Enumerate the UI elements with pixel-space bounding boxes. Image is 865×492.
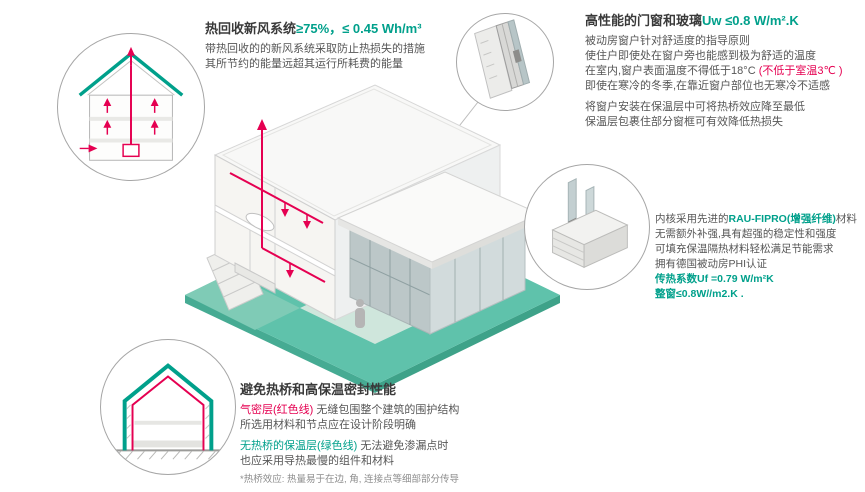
profile-line-3: 可填充保温隔热材料轻松满足节能需求 (655, 243, 834, 255)
window-glass-body: 被动房窗户针对舒适度的指导原则 使住户即使处在窗户旁也能感到极为舒适的温度 在室… (585, 34, 863, 130)
window-glass-line-2: 使住户即使处在窗户旁也能感到极为舒适的温度 (585, 50, 816, 62)
callout-circle-ventilation (57, 33, 205, 181)
ventilation-ducts (229, 119, 326, 283)
window-glass-callout: 高性能的门窗和玻璃Uw ≤0.8 W/m².K 被动房窗户针对舒适度的指导原则 … (585, 12, 863, 130)
window-glass-line-3-red: (不低于室温3℃ ) (758, 65, 843, 77)
heat-recovery-callout: 热回收新风系统≥75%，≤ 0.45 Wh/m³ 带热回收的的新风系统采取防止热… (205, 20, 473, 72)
profile-line-4: 拥有德国被动房PHI认证 (655, 258, 768, 270)
thermal-bridge-body: 气密层(红色线) 无缝包围整个建筑的围护结构 所选用材料和节点应在设计阶段明确 … (240, 403, 570, 487)
airtight-layer-label: 气密层(红色线) (240, 404, 314, 416)
heat-recovery-body: 带热回收的的新风系统采取防止热损失的措施 其所节约的能量远超其运行所耗费的能量 (205, 42, 473, 72)
thermal-bridge-line-1: 气密层(红色线) 无缝包围整个建筑的围护结构 (240, 403, 570, 418)
thermal-bridge-line-3-text: 无法避免渗漏点时 (357, 440, 449, 452)
thermal-bridge-title: 避免热桥和高保温密封性能 (240, 382, 397, 397)
heat-recovery-line-2: 其所节约的能量远超其运行所耗费的能量 (205, 58, 403, 70)
profile-line-2: 无需额外补强,具有超强的稳定性和强度 (655, 228, 837, 240)
thermal-bridge-line-2: 所选用材料和节点应在设计阶段明确 (240, 419, 416, 431)
window-glass-line-3: 在室内,窗户表面温度不得低于18°C (不低于室温3℃ ) (585, 64, 863, 79)
person-figure (355, 299, 365, 328)
thermal-bridge-line-3: 无热桥的保温层(绿色线) 无法避免渗漏点时 (240, 439, 570, 454)
heat-recovery-title-black: 热回收新风系统 (205, 21, 297, 36)
window-glass-title-green: Uw ≤0.8 W/m².K (702, 13, 799, 28)
heat-recovery-title: 热回收新风系统≥75%，≤ 0.45 Wh/m³ (205, 20, 473, 37)
profile-line-1: 内核采用先进的RAU-FIPRO(增强纤维)材料 (655, 212, 865, 227)
profile-line-6: 整窗≤0.8W//m2.K . (655, 288, 744, 300)
window-glass-line-1: 被动房窗户针对舒适度的指导原则 (585, 35, 750, 47)
insulation-layer-label: 无热桥的保温层(绿色线) (240, 440, 358, 452)
thermal-bridge-callout: 避免热桥和高保温密封性能 气密层(红色线) 无缝包围整个建筑的围护结构 所选用材… (240, 381, 570, 487)
window-glass-line-5: 将窗户安装在保温层中可将热桥效应降至最低 (585, 101, 805, 113)
profile-line-1-green: RAU-FIPRO(增强纤维) (728, 213, 836, 225)
thermal-bridge-line-1-text: 无缝包围整个建筑的围护结构 (313, 404, 460, 416)
callout-circle-window-profile (524, 164, 650, 290)
heat-recovery-title-green: ≥75%，≤ 0.45 Wh/m³ (296, 21, 422, 36)
window-glass-title: 高性能的门窗和玻璃Uw ≤0.8 W/m².K (585, 12, 863, 29)
callout-circle-window-detail (456, 13, 554, 111)
profile-material-callout: 内核采用先进的RAU-FIPRO(增强纤维)材料 无需额外补强,具有超强的稳定性… (655, 212, 865, 302)
house-cutaway-illustration (185, 84, 560, 393)
window-glass-line-3-text: 在室内,窗户表面温度不得低于18°C (585, 65, 759, 77)
window-glass-line-6: 保温层包裹住部分窗框可有效降低热损失 (585, 116, 783, 128)
thermal-bridge-footnote: *热桥效应: 热量易于在边, 角, 连接点等细部部分传导 (240, 474, 460, 485)
profile-line-5: 传热系数Uf =0.79 W/m²K (655, 273, 774, 285)
window-glass-title-black: 高性能的门窗和玻璃 (585, 13, 703, 28)
window-glass-line-4: 即使在寒冷的冬季,在靠近窗户部位也无寒冷不适感 (585, 80, 831, 92)
ventilation-section-drawing (78, 46, 184, 161)
profile-line-1-pre: 内核采用先进的 (655, 213, 729, 225)
heat-recovery-line-1: 带热回收的的新风系统采取防止热损失的措施 (205, 43, 425, 55)
callout-circle-thermal-bridge (100, 339, 236, 475)
window-profile-drawing (551, 177, 629, 269)
glass-wing (336, 171, 542, 335)
thermal-bridge-line-4: 也应采用导热最慢的组件和材料 (240, 455, 394, 467)
thermal-bridge-drawing (112, 363, 224, 460)
window-corner-drawing (474, 19, 531, 99)
profile-line-1-post: 材料 (835, 213, 857, 225)
